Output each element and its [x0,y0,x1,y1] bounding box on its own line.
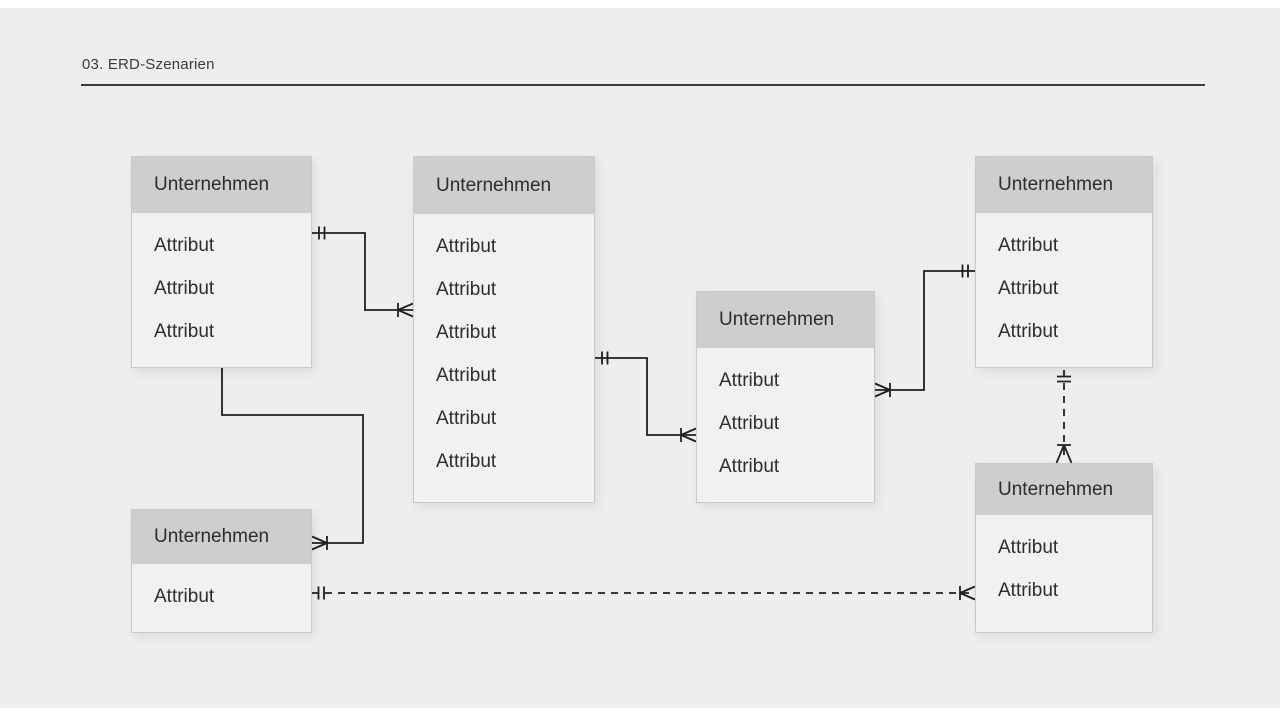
attribute-row: Attribut [436,408,497,429]
entity-body: Attribut Attribut [976,516,1152,612]
attribute-row: Attribut [998,278,1059,299]
attribute-row: Attribut [154,235,215,256]
entity-6: Unternehmen Attribut Attribut [975,463,1153,633]
attribute-row: Attribut [719,413,780,434]
crows-foot-marker [397,302,414,318]
entity-body: Attribut Attribut Attribut Attribut Attr… [414,215,594,483]
entity-header: Unternehmen [132,157,311,214]
attribute-row: Attribut [436,365,497,386]
attribute-row: Attribut [436,451,497,472]
entity-header: Unternehmen [132,510,311,565]
attribute-row: Attribut [719,370,780,391]
attribute-row: Attribut [436,236,497,257]
crows-foot-marker [1055,444,1073,464]
entity-header: Unternehmen [976,464,1152,516]
page-title: 03. ERD-Szenarien [82,56,215,73]
entity-5: Unternehmen Attribut [131,509,312,633]
one-tick-marker [1057,375,1071,383]
entity-header: Unternehmen [414,157,594,215]
title-divider [81,84,1205,86]
crows-foot-marker [959,585,976,601]
entity-header: Unternehmen [976,157,1152,214]
relationship-e1-e2 [312,226,414,318]
crows-foot-marker [874,382,891,398]
entity-3: Unternehmen Attribut Attribut Attribut [696,291,875,503]
crows-foot-marker [680,427,697,443]
attribute-row: Attribut [154,321,215,342]
attribute-row: Attribut [154,278,215,299]
attribute-row: Attribut [998,235,1059,256]
one-tick-marker [961,264,969,278]
one-tick-marker [318,226,326,240]
slide-background: 03. ERD-Szenarien [0,8,1280,708]
one-tick-marker [317,586,325,600]
crows-foot-marker [311,535,328,551]
relationship-e4-e3 [874,264,975,398]
attribute-row: Attribut [998,321,1059,342]
entity-4: Unternehmen Attribut Attribut Attribut [975,156,1153,368]
attribute-row: Attribut [998,580,1059,601]
entity-1: Unternehmen Attribut Attribut Attribut [131,156,312,368]
attribute-row: Attribut [436,279,497,300]
attribute-row: Attribut [719,456,780,477]
entity-body: Attribut Attribut Attribut [697,349,874,488]
entity-body: Attribut Attribut Attribut [132,214,311,353]
entity-body: Attribut Attribut Attribut [976,214,1152,353]
relationship-e4-e6 [1055,370,1073,464]
entity-2: Unternehmen Attribut Attribut Attribut A… [413,156,595,503]
one-tick-marker [601,351,609,365]
entity-header: Unternehmen [697,292,874,349]
relationship-e5-e6 [312,585,976,601]
attribute-row: Attribut [436,322,497,343]
relationship-e2-e3 [595,351,697,443]
attribute-row: Attribut [998,537,1059,558]
entity-body: Attribut [132,565,311,618]
attribute-row: Attribut [154,586,215,607]
